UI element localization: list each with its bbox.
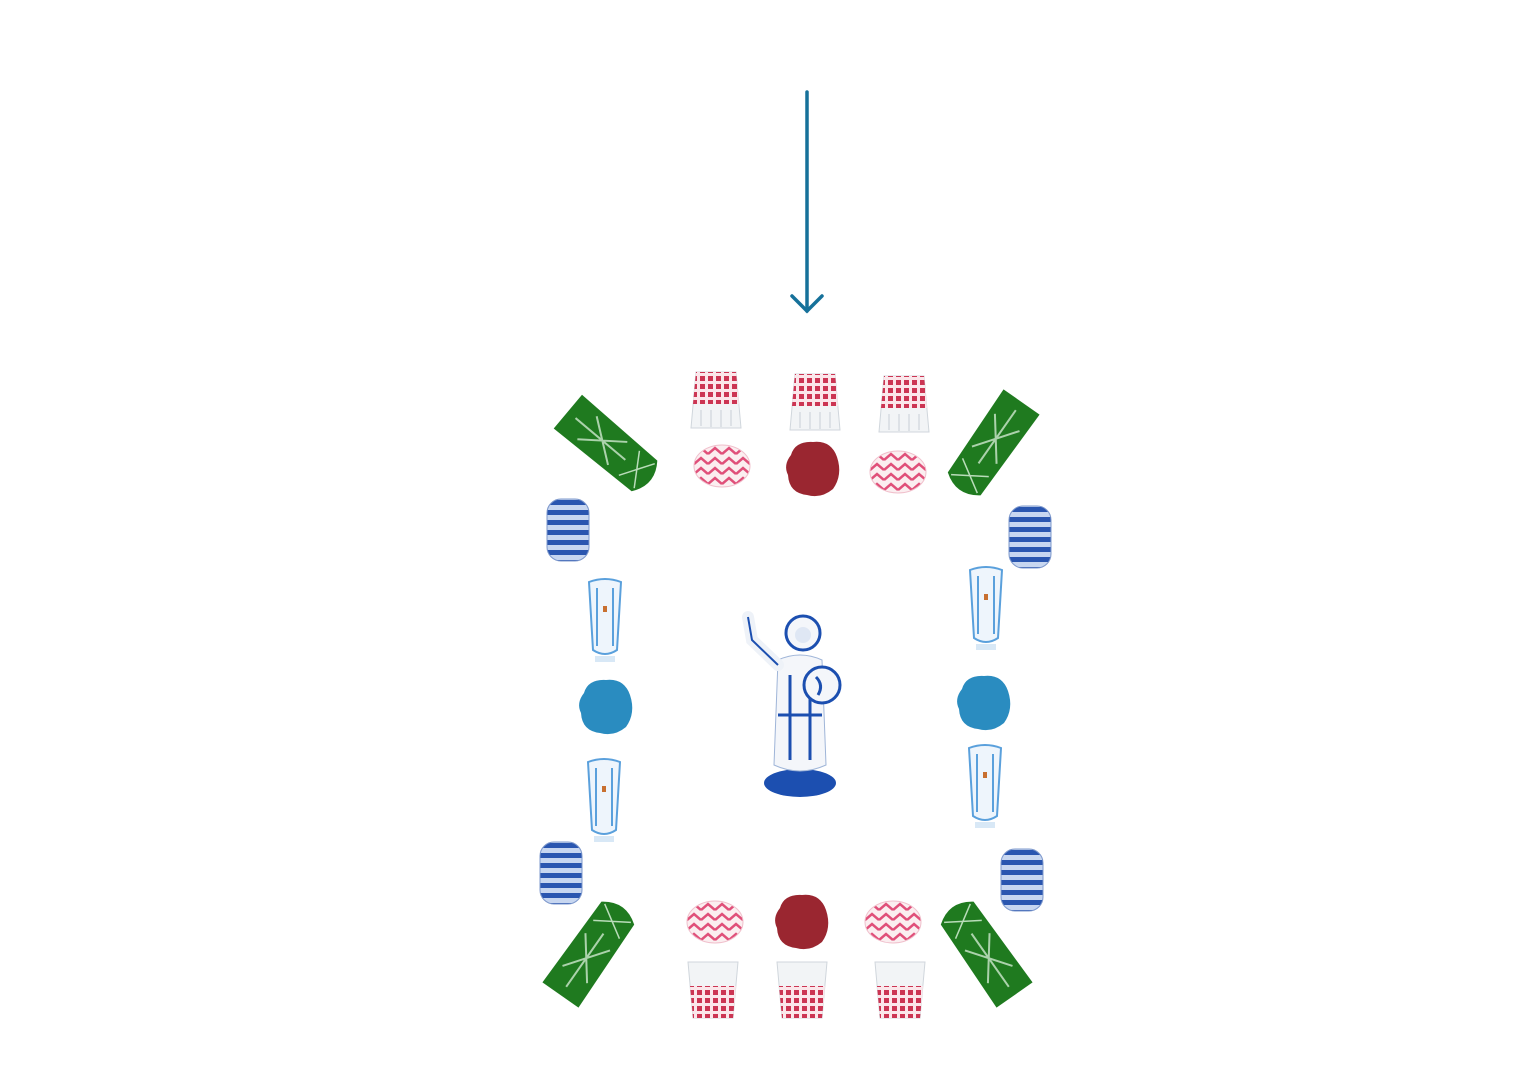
blue-striped-barrel [1000, 848, 1044, 912]
green-cut-glass-vase [552, 393, 666, 499]
porcelain-cosmonaut-figurine [742, 611, 842, 797]
red-pattern-egg [693, 444, 751, 488]
red-sponge [775, 894, 829, 950]
blue-crystal-vase [969, 566, 1003, 651]
blue-crystal-vase [588, 578, 622, 663]
red-checked-glass [687, 961, 739, 1019]
red-checked-glass [776, 961, 828, 1019]
red-checked-glass [874, 961, 926, 1019]
red-sponge [786, 441, 840, 497]
blue-sponge [957, 675, 1011, 731]
blue-striped-barrel [1008, 505, 1052, 569]
red-pattern-egg [869, 450, 927, 494]
blue-sponge [579, 679, 633, 735]
red-checked-glass [878, 375, 930, 433]
red-checked-glass [789, 373, 841, 431]
red-checked-glass [690, 371, 742, 429]
blue-crystal-vase [587, 758, 621, 843]
red-pattern-egg [864, 900, 922, 944]
red-pattern-egg [686, 900, 744, 944]
arrow-down-icon [790, 90, 824, 314]
blue-crystal-vase [968, 744, 1002, 829]
green-cut-glass-vase [541, 893, 642, 1009]
green-cut-glass-vase [940, 388, 1041, 504]
blue-striped-barrel [539, 841, 583, 905]
blue-striped-barrel [546, 498, 590, 562]
